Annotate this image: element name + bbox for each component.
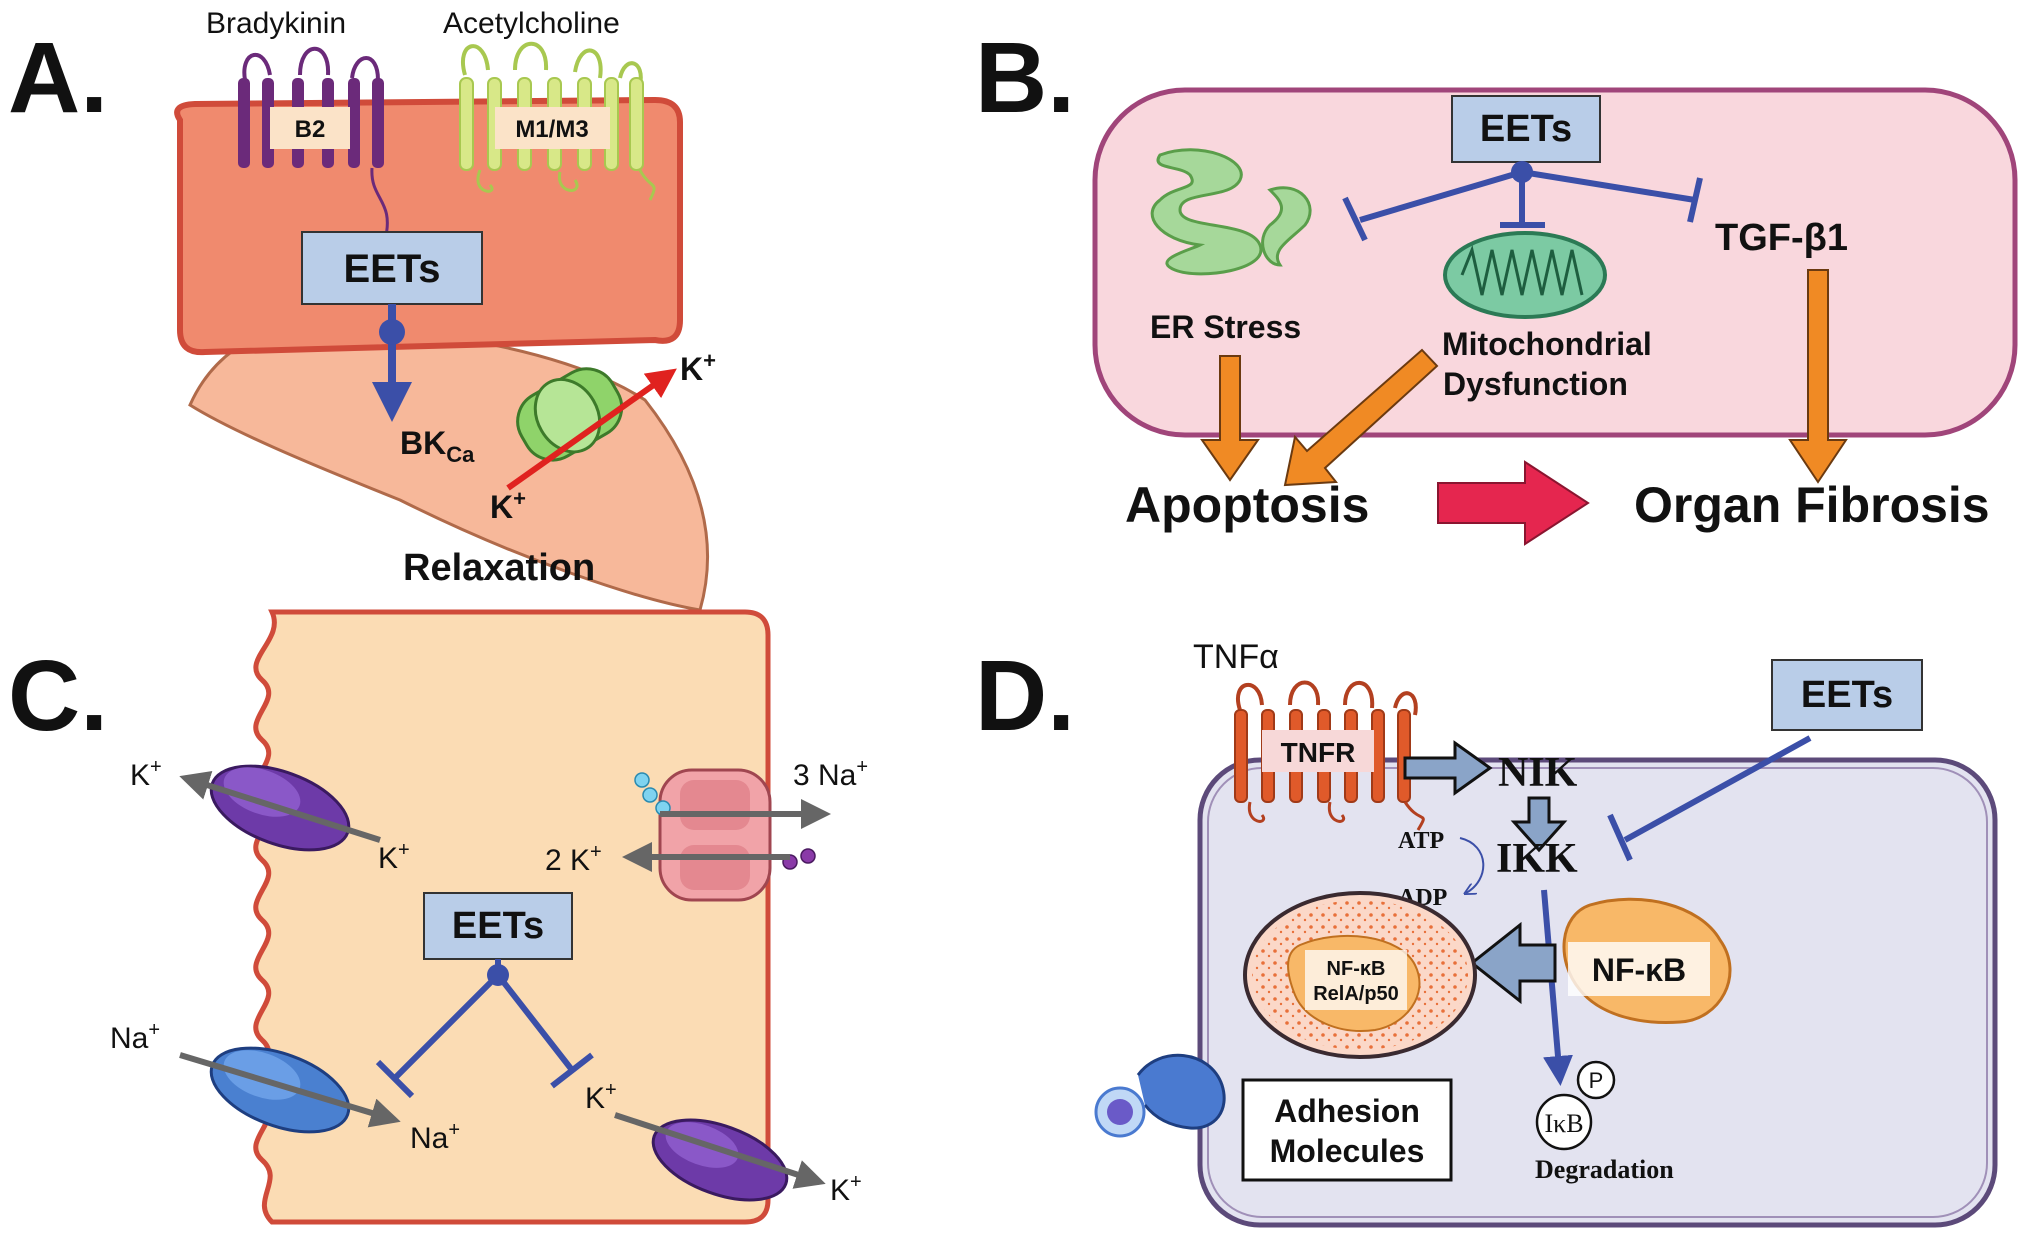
- nfkb-nuclear-label-1: NF-κB: [1327, 958, 1386, 980]
- nfkb-translocation-arrow: [1469, 921, 1557, 1005]
- k-out-bottom-label: K+: [830, 1171, 862, 1207]
- panel-d-eets-box: [1771, 659, 1923, 731]
- panel-b-activation-arrows: [1200, 269, 1848, 487]
- na-in-label: Na+: [410, 1119, 460, 1155]
- k-out-top-label: K+: [130, 756, 162, 792]
- tnfr-to-nik-arrow: [1403, 740, 1493, 796]
- acetylcholine-label: Acetylcholine: [443, 7, 620, 40]
- er-stress-label: ER Stress: [1150, 309, 1301, 345]
- nik-to-ikk-arrow: [1510, 796, 1568, 853]
- panel-a-eets-box: [301, 231, 483, 305]
- nik-label: NIK: [1498, 750, 1578, 796]
- b2-receptor: B2: [238, 46, 389, 269]
- organ-fibrosis-label: Organ Fibrosis: [1634, 477, 1990, 533]
- atp-label: ATP: [1398, 828, 1444, 854]
- phospho-label: P: [1589, 1068, 1604, 1093]
- na-influx-arrow: [179, 1052, 401, 1128]
- k-efflux-top-arrow: [179, 770, 381, 843]
- panel-b-eets-label: EETs: [1480, 108, 1572, 150]
- adhesion-label-2: Molecules: [1270, 1133, 1425, 1169]
- atp-adp-arrow: [1459, 837, 1485, 893]
- na-k-pump: [634, 768, 816, 902]
- panel-d-eets-label: EETs: [1801, 674, 1893, 716]
- panel-b-eets-box: [1451, 95, 1601, 163]
- mito-label-line1: Mitochondrial: [1442, 326, 1652, 362]
- panel-c: C. K+ K+ 3 Na+ 2 K+ EETs: [8, 609, 868, 1225]
- apoptosis-label: Apoptosis: [1125, 477, 1369, 533]
- fibrosis-arrow: [1437, 460, 1590, 546]
- panel-a-eets-label: EETs: [343, 247, 440, 291]
- tnfr-label: TNFR: [1281, 737, 1356, 768]
- phospho-circle: [1576, 1060, 1616, 1100]
- k-in-label: K+: [490, 486, 526, 525]
- nfkb-label-box: [1568, 942, 1710, 996]
- panel-c-eets-box: [423, 892, 573, 960]
- er-icon: [1150, 148, 1312, 276]
- eets-node: [379, 319, 405, 345]
- panel-c-inhibition: [375, 959, 594, 1099]
- bkca-label: BKCa: [400, 425, 475, 467]
- k-in-top-label: K+: [378, 839, 410, 875]
- tnfr-label-box: [1262, 730, 1374, 772]
- b2-label: B2: [295, 116, 326, 143]
- pump-na-label: 3 Na+: [793, 756, 868, 792]
- nfkb-label: NF-κB: [1592, 952, 1686, 988]
- k-efflux-arrow: [506, 368, 677, 491]
- degradation-label: Degradation: [1535, 1155, 1674, 1184]
- adhesion-label-1: Adhesion: [1274, 1093, 1420, 1129]
- panel-a: A. B2: [8, 7, 716, 612]
- relaxation-label: Relaxation: [403, 547, 595, 589]
- panel-b: B. EETs ER Stress Mitochondrial Dysfunct…: [975, 22, 2018, 546]
- ikk-label: IKK: [1496, 836, 1578, 882]
- tnfa-label: TNFα: [1193, 638, 1279, 676]
- panel-a-letter: A.: [8, 22, 108, 134]
- bradykinin-label: Bradykinin: [206, 7, 346, 40]
- panel-d-inhibition: [1607, 735, 1812, 862]
- k-efflux-bottom-arrow: [614, 1112, 826, 1189]
- panel-d: D. TNFα TNFR NIK IKK ATP ADP: [975, 638, 1998, 1228]
- panel-c-letter: C.: [8, 640, 108, 752]
- ikb-circle: [1535, 1093, 1593, 1151]
- mitochondrion-icon: [1443, 231, 1607, 319]
- nfkb-nuclear-label-2: RelA/p50: [1313, 983, 1399, 1005]
- panel-b-inhibition: [1342, 162, 1703, 242]
- b2-label-box: [270, 107, 350, 149]
- panel-d-letter: D.: [975, 640, 1075, 752]
- pump-k-label: 2 K+: [545, 841, 602, 877]
- tnfr-receptor: TNFR: [1234, 680, 1425, 831]
- leukocyte-icon: [1094, 1053, 1226, 1138]
- tgf-label: TGF-β1: [1715, 217, 1848, 259]
- ikb-label: IκB: [1544, 1109, 1583, 1138]
- panel-b-eets-node: [1511, 161, 1533, 183]
- k-in-bottom-label: K+: [585, 1079, 617, 1115]
- m1m3-receptor: M1/M3: [459, 41, 656, 201]
- ikb-degradation-arrow: [1541, 889, 1573, 1086]
- m1m3-label: M1/M3: [515, 116, 588, 143]
- panel-c-eets-node: [487, 964, 509, 986]
- m1m3-label-box: [495, 107, 610, 149]
- panel-b-letter: B.: [975, 22, 1075, 134]
- adhesion-box: [1241, 1078, 1453, 1182]
- panel-c-eets-label: EETs: [452, 905, 544, 947]
- na-out-label: Na+: [110, 1019, 160, 1055]
- k-out-label: K+: [680, 348, 716, 387]
- mito-label-line2: Dysfunction: [1443, 366, 1628, 402]
